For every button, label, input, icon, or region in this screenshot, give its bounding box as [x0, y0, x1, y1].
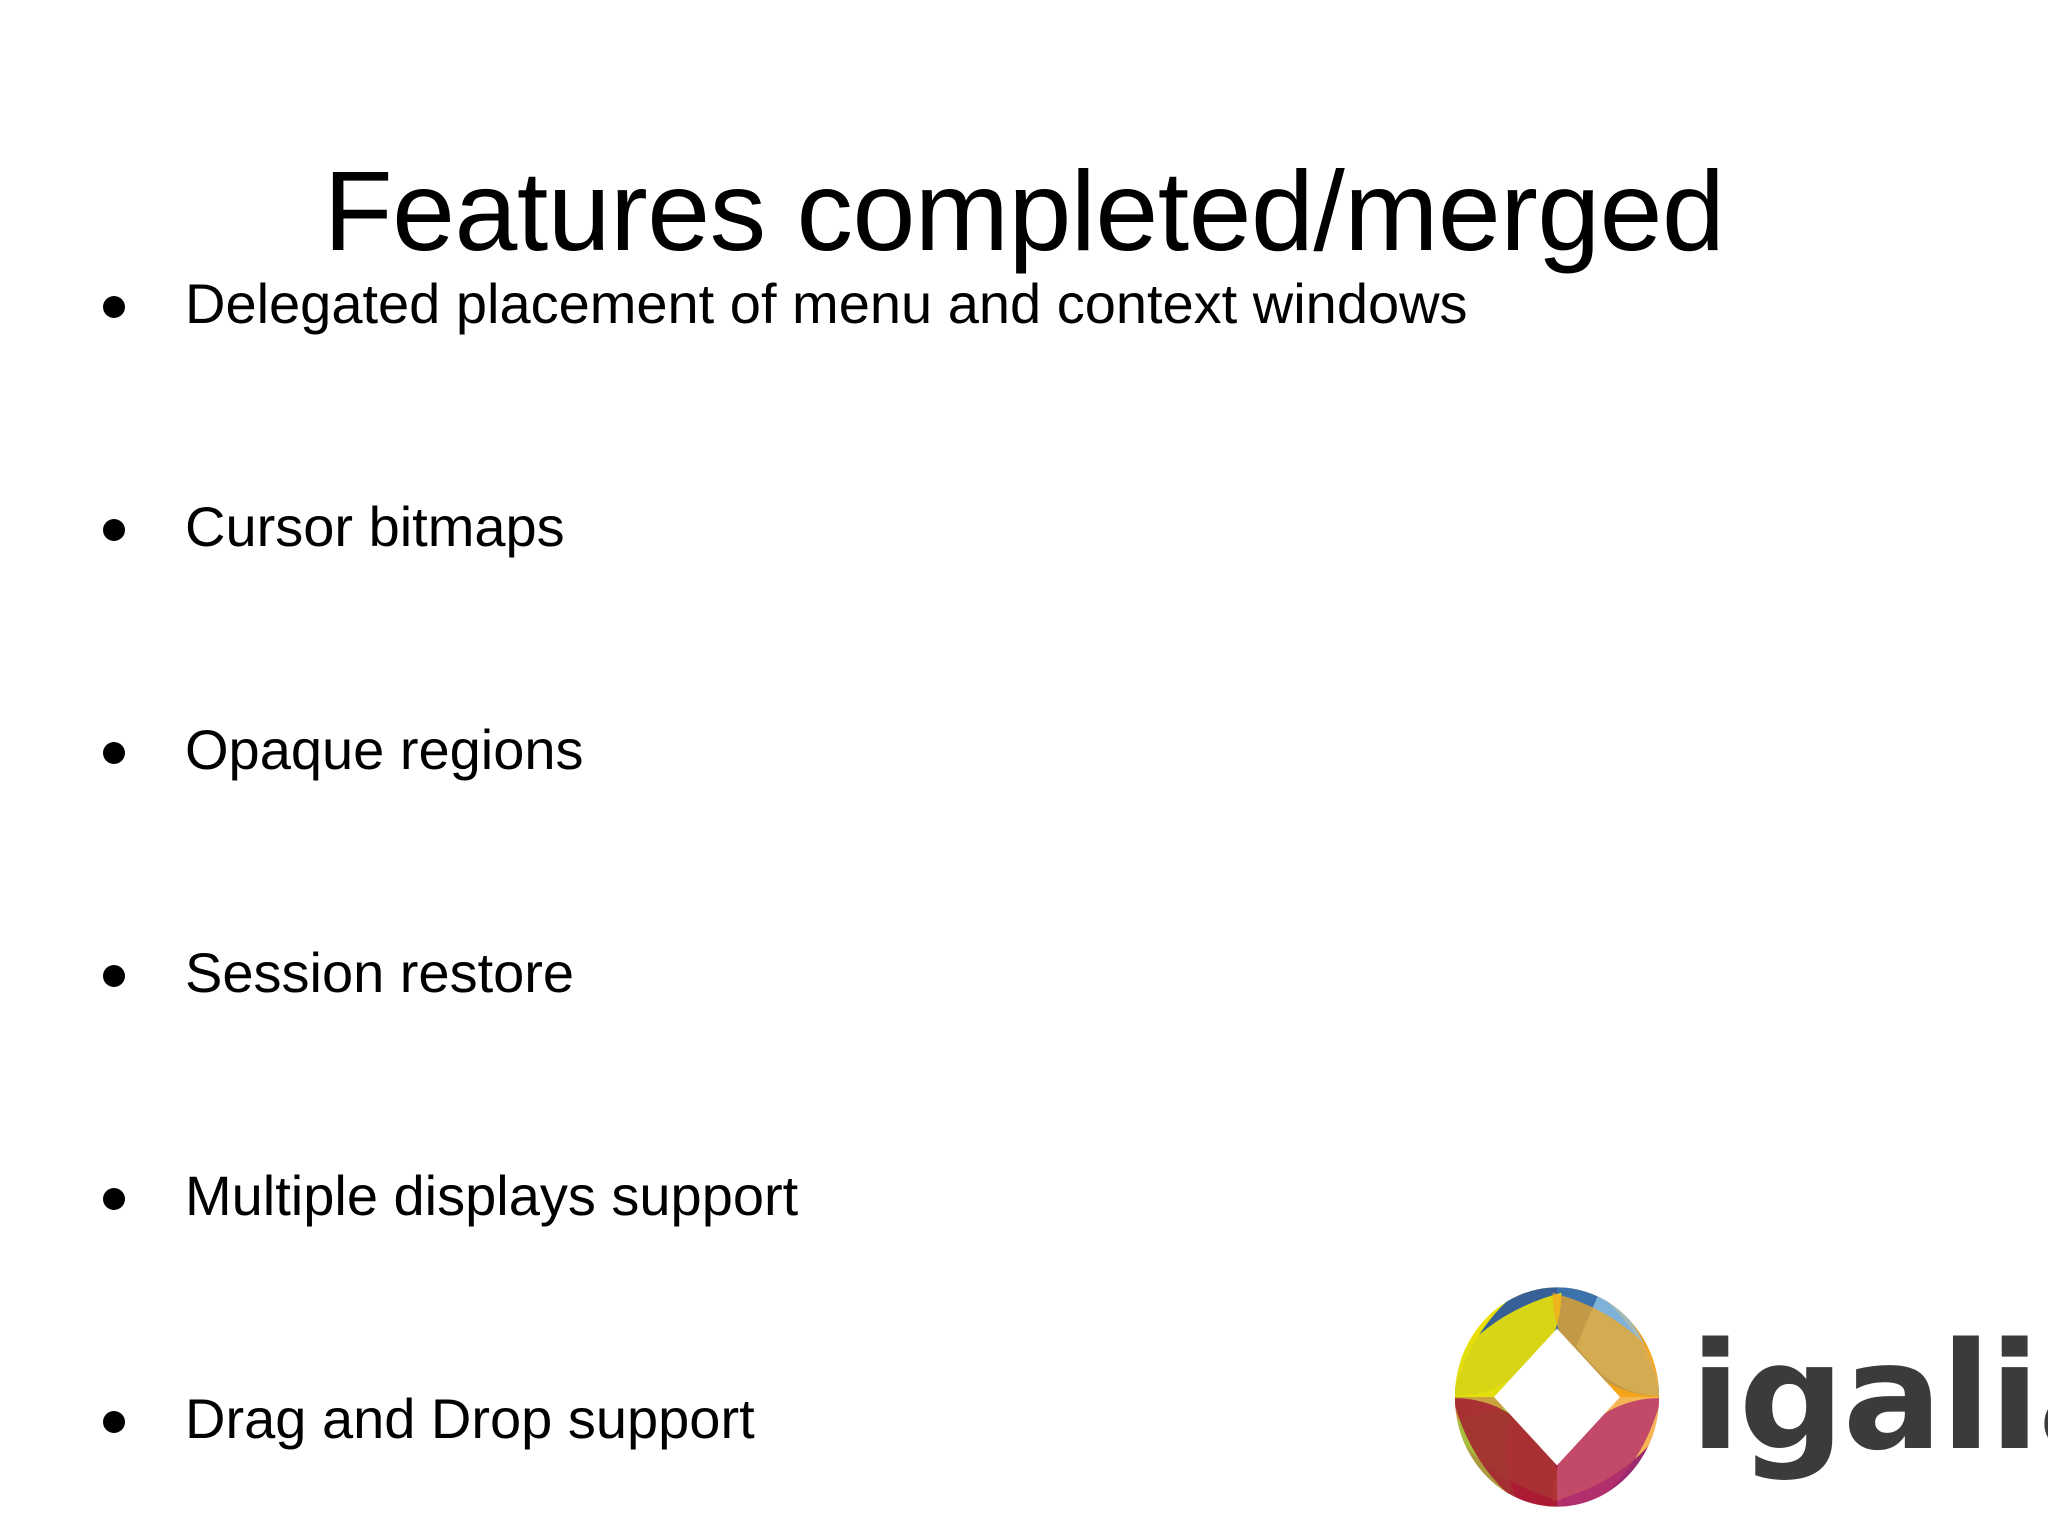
- feature-bullet-list: Delegated placement of menu and context …: [92, 272, 1942, 1537]
- list-item: Opaque regions: [92, 718, 1942, 941]
- list-item: Cursor bitmaps: [92, 495, 1942, 718]
- list-item-label: Opaque regions: [185, 718, 584, 781]
- list-item-label: Drag and Drop support: [185, 1387, 755, 1450]
- list-item: Session restore: [92, 941, 1942, 1164]
- bullet-dot-icon: [103, 1188, 125, 1210]
- bullet-dot-icon: [103, 296, 125, 318]
- bullet-dot-icon: [103, 519, 125, 541]
- list-item: Delegated placement of menu and context …: [92, 272, 1942, 495]
- bullet-dot-icon: [103, 1411, 125, 1433]
- bullet-dot-icon: [103, 742, 125, 764]
- page-title: Features completed/merged: [323, 147, 1725, 274]
- list-item-label: Session restore: [185, 941, 575, 1004]
- list-item: Drag and Drop support: [92, 1387, 1942, 1537]
- igalia-wordmark: igalia: [1690, 1311, 2048, 1483]
- list-item-label: Multiple displays support: [185, 1164, 799, 1227]
- igalia-wheel-icon: [1454, 1287, 1660, 1507]
- igalia-logo: igalia: [1448, 1272, 2048, 1522]
- list-item-label: Delegated placement of menu and context …: [185, 272, 1468, 335]
- bullet-dot-icon: [103, 965, 125, 987]
- list-item: Multiple displays support: [92, 1164, 1942, 1387]
- list-item-label: Cursor bitmaps: [185, 495, 565, 558]
